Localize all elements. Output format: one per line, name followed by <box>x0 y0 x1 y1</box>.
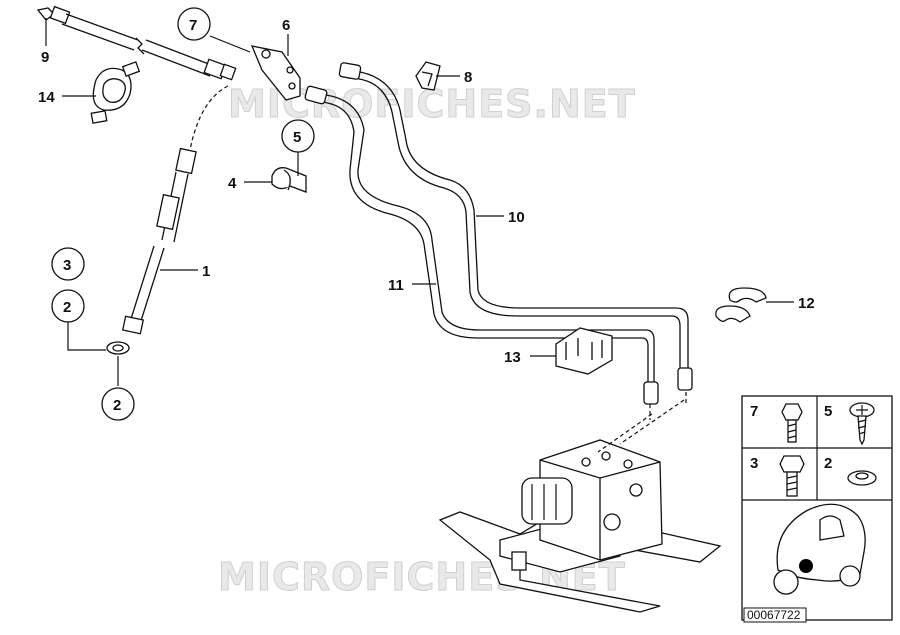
holder-part-13 <box>555 327 613 375</box>
brake-lines-part-10-11 <box>304 62 693 420</box>
callout-circle-2b <box>101 387 135 421</box>
callout-2b: 2 <box>113 397 121 414</box>
screw-icon <box>849 402 875 446</box>
fastener-legend: 7 5 3 2 <box>741 395 893 623</box>
callout-circle-7 <box>177 7 211 41</box>
clamp-part-14 <box>90 61 141 124</box>
bolt-icon <box>781 403 803 443</box>
bolt-icon <box>779 455 805 497</box>
callout-14: 14 <box>38 89 55 106</box>
callout-9: 9 <box>41 49 49 66</box>
vehicle-icon <box>773 503 866 595</box>
callout-5: 5 <box>293 129 301 146</box>
callout-10: 10 <box>508 209 525 226</box>
legend-label-2: 2 <box>824 455 832 472</box>
callout-2a: 2 <box>63 299 71 316</box>
callout-circle-5 <box>281 119 315 153</box>
callout-13: 13 <box>504 349 521 366</box>
callout-7: 7 <box>189 17 197 34</box>
bracket-part-6 <box>250 45 301 101</box>
callout-4: 4 <box>228 175 237 192</box>
callout-11: 11 <box>388 277 404 294</box>
clamp-part-12 <box>715 287 767 323</box>
washer-icon <box>847 470 877 486</box>
callout-circle-3 <box>51 247 85 281</box>
abs-unit <box>438 399 722 613</box>
hose-part-1 <box>106 147 197 355</box>
callout-1: 1 <box>202 263 210 280</box>
reference-number: 00067722 <box>747 608 801 622</box>
callout-8: 8 <box>464 69 472 86</box>
callout-3: 3 <box>63 257 71 274</box>
callout-circle-2a <box>51 289 85 323</box>
clip-part-8 <box>415 61 441 91</box>
legend-label-3: 3 <box>750 455 758 472</box>
callout-12: 12 <box>798 295 815 312</box>
callout-6: 6 <box>282 17 290 34</box>
leader-lines <box>45 18 794 386</box>
hose-part-9 <box>36 5 237 81</box>
clip-part-4 <box>271 167 307 193</box>
legend-label-5: 5 <box>824 403 832 420</box>
legend-label-7: 7 <box>750 403 758 420</box>
